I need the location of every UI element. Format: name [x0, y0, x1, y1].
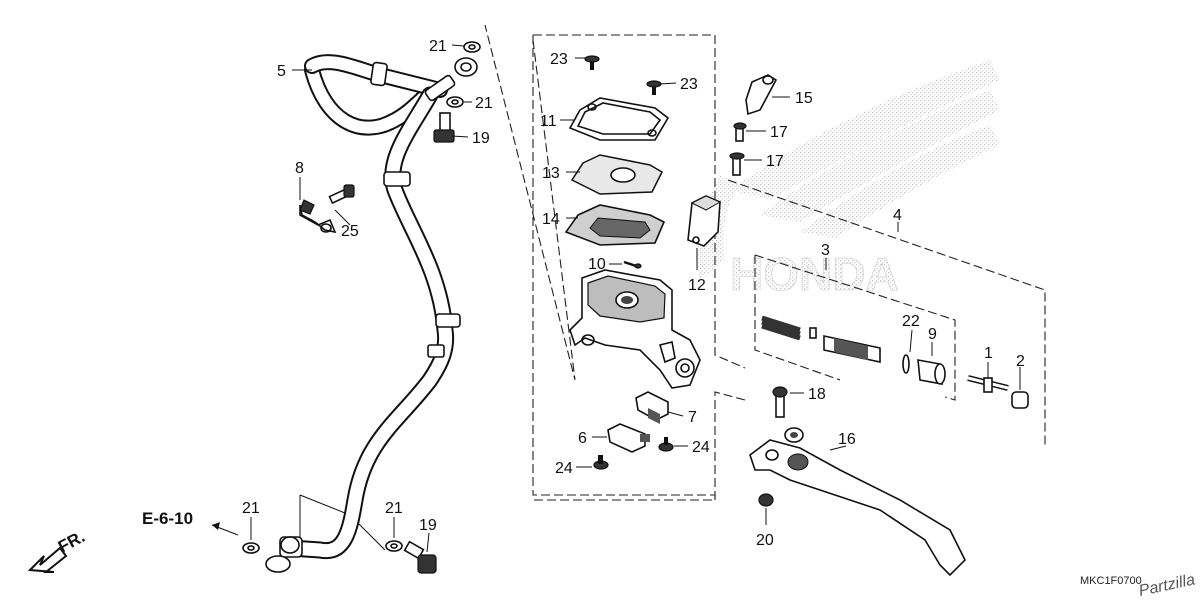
callout-11[interactable]: 11	[540, 113, 557, 130]
nut-20	[758, 493, 774, 507]
boundary-kit-3-lower	[754, 255, 841, 381]
switch-7	[635, 391, 669, 424]
boundary-master-cylinder	[533, 34, 746, 369]
callout-7[interactable]: 7	[688, 409, 697, 426]
callout-23-left[interactable]: 23	[550, 51, 568, 68]
boundary-hose-link	[484, 24, 576, 381]
callout-5[interactable]: 5	[277, 63, 286, 80]
screw-10	[623, 260, 642, 269]
clutch-lever	[749, 427, 966, 577]
callout-17-bottom[interactable]: 17	[766, 153, 784, 170]
clutch-hose	[265, 54, 478, 573]
bolt-19-top	[433, 112, 455, 143]
callout-1[interactable]: 1	[984, 345, 993, 362]
washer-21-bottom-right	[385, 540, 403, 552]
reservoir-cover	[568, 97, 670, 141]
callout-2[interactable]: 2	[1016, 353, 1025, 370]
callout-9[interactable]: 9	[928, 326, 937, 343]
boundary-master-cylinder-tail	[714, 391, 746, 500]
holder-15	[745, 74, 778, 116]
callout-15[interactable]: 15	[795, 90, 813, 107]
callout-24-left[interactable]: 24	[555, 460, 573, 477]
callout-21-mid[interactable]: 21	[475, 95, 493, 112]
callout-22[interactable]: 22	[902, 313, 920, 330]
callout-17-top[interactable]: 17	[770, 124, 788, 141]
screw-23-left	[584, 55, 600, 70]
front-arrow-icon	[27, 546, 68, 573]
callout-21-bottom-right[interactable]: 21	[385, 500, 403, 517]
clip-22	[902, 354, 910, 374]
callout-4[interactable]: 4	[893, 207, 902, 224]
callout-12[interactable]: 12	[688, 277, 706, 294]
screw-17-bottom	[729, 152, 745, 176]
boot-9	[917, 359, 946, 385]
screw-24-left	[593, 455, 609, 470]
hose-clamp-bracket	[299, 199, 337, 234]
callout-10[interactable]: 10	[588, 256, 606, 273]
master-cylinder-body	[569, 269, 701, 389]
boundary-kit-3	[754, 254, 956, 401]
callout-19-bottom[interactable]: 19	[419, 517, 437, 534]
callout-13[interactable]: 13	[542, 165, 560, 182]
callout-24-right[interactable]: 24	[692, 439, 710, 456]
callout-23-right[interactable]: 23	[680, 76, 698, 93]
callout-16[interactable]: 16	[838, 431, 856, 448]
washer-21-bottom-left	[242, 542, 260, 554]
screw-17-top	[733, 122, 747, 142]
washer-21-top	[463, 41, 481, 53]
callout-25[interactable]: 25	[341, 223, 359, 240]
boundary-kit-4	[727, 179, 1046, 445]
watermark-wing-logo: HONDA	[696, 60, 1000, 300]
callout-labels: 5 21 21 19 8 25 23 23 11 13 14 10 15 17 …	[242, 38, 1025, 549]
callout-21-top[interactable]: 21	[429, 38, 447, 55]
washer-21-mid	[446, 96, 464, 108]
callout-19-top[interactable]: 19	[472, 130, 490, 147]
bolt-19-bottom	[403, 540, 437, 574]
holder-12	[687, 195, 722, 247]
callout-20[interactable]: 20	[756, 532, 774, 549]
callout-21-bottom-left[interactable]: 21	[242, 500, 260, 517]
bolt-25	[328, 184, 355, 205]
watermark-site-text: Partzilla	[1137, 571, 1196, 599]
reference-label[interactable]: E-6-10	[142, 509, 193, 528]
leader-lines	[250, 44, 1021, 553]
screw-23-right	[646, 80, 662, 95]
reference-arrow-icon	[211, 522, 239, 536]
callout-3[interactable]: 3	[821, 242, 830, 259]
switch-6	[607, 423, 650, 453]
callout-6[interactable]: 6	[578, 430, 587, 447]
callout-8[interactable]: 8	[295, 160, 304, 177]
spring	[761, 315, 801, 341]
pushrod-1	[967, 375, 1009, 393]
callout-14[interactable]: 14	[542, 211, 560, 228]
part-code: MKC1F0700	[1080, 575, 1142, 587]
bolt-18	[772, 386, 788, 418]
piston	[823, 335, 881, 363]
cup-primary	[809, 327, 817, 339]
screw-24-right	[658, 437, 674, 452]
nut-2	[1011, 391, 1029, 409]
callout-18[interactable]: 18	[808, 386, 826, 403]
